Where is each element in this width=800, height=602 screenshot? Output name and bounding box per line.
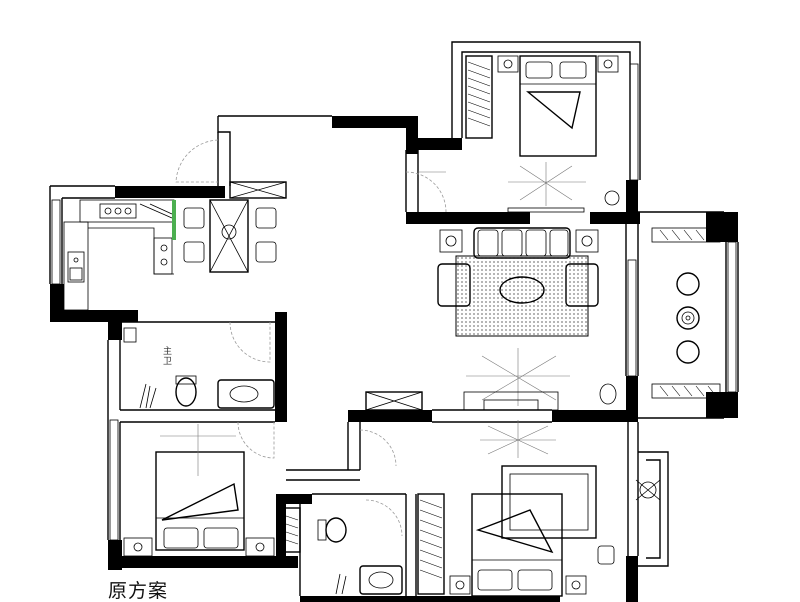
walls	[50, 116, 738, 602]
master-bathroom	[123, 327, 275, 409]
second-bedroom	[123, 424, 301, 557]
third-bedroom	[417, 420, 661, 597]
dining-area	[183, 181, 287, 273]
balcony	[651, 227, 721, 399]
master-bedroom	[465, 55, 620, 213]
windows	[51, 63, 737, 541]
plan-caption: 原方案	[108, 580, 169, 602]
door-swings	[175, 139, 447, 537]
kitchen	[63, 199, 176, 311]
thin-walls	[49, 41, 739, 596]
living-room	[365, 227, 617, 411]
master-bath-label: 主卫	[161, 346, 171, 366]
second-bathroom	[317, 517, 403, 595]
